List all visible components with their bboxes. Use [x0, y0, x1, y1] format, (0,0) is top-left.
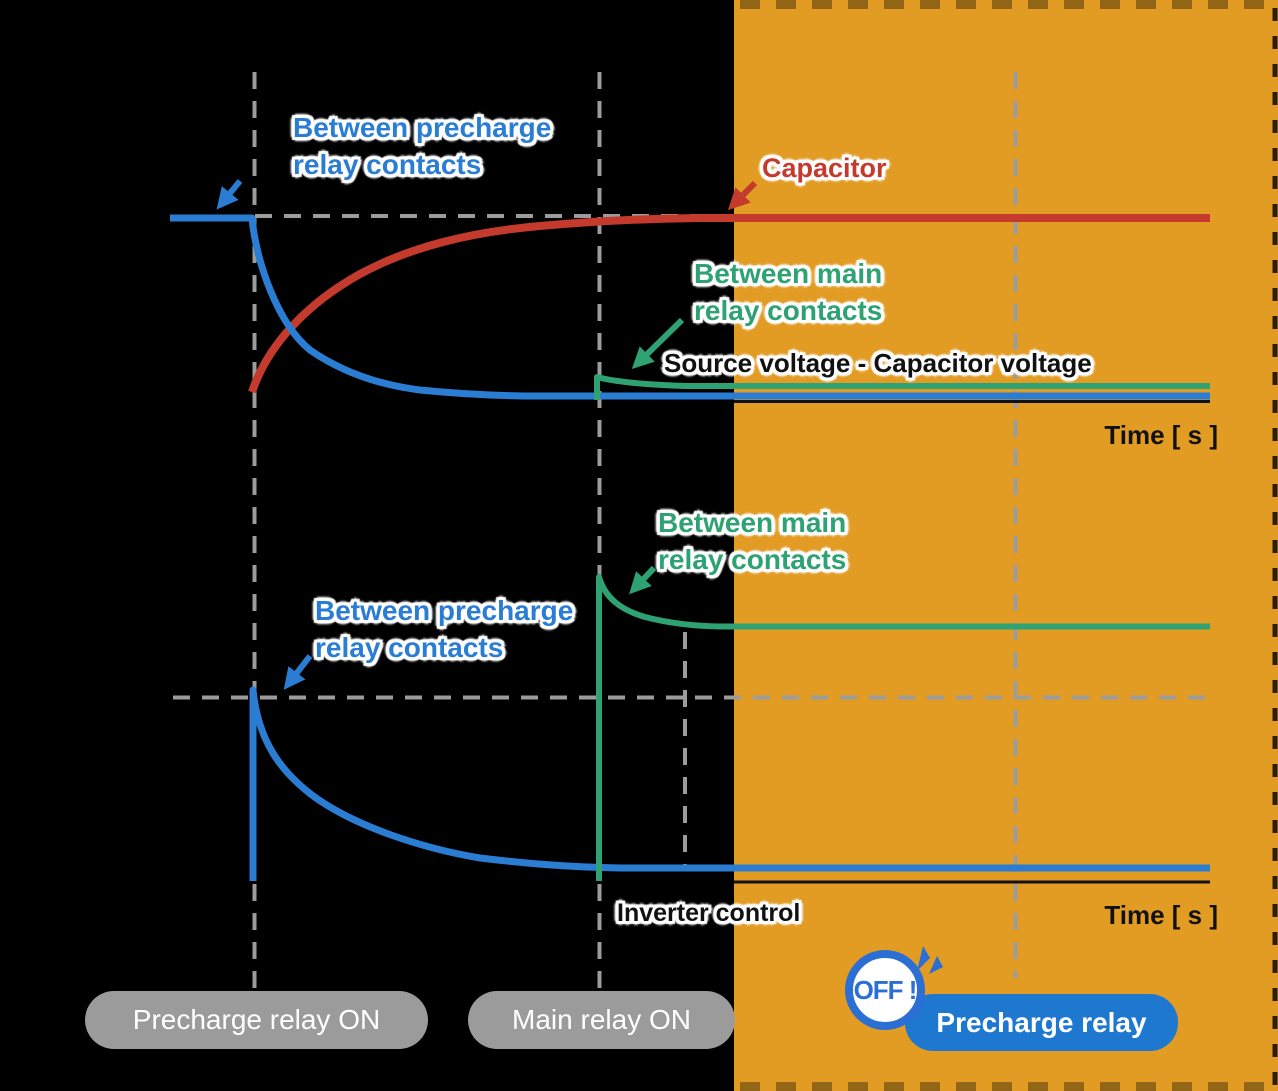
spark-icon	[917, 946, 930, 971]
label-line: relay contacts	[315, 632, 504, 663]
top-main-contacts-label: Between main relay contacts	[694, 255, 882, 329]
main-contacts-current-curve	[596, 574, 1210, 881]
off-badge: OFF !	[845, 950, 925, 1030]
label-line: relay contacts	[658, 544, 847, 575]
bottom-main-contacts-label: Between main relay contacts	[658, 504, 846, 578]
arrow-top-main	[631, 317, 685, 370]
arrow-bottom-precharge	[283, 654, 313, 690]
inverter-control-label: Inverter control	[617, 899, 800, 928]
label-line: Time [ s ]	[1104, 900, 1218, 930]
precharge-contacts-voltage-curve	[170, 214, 1210, 400]
label-line: relay contacts	[293, 149, 482, 180]
label-line: Between precharge	[315, 595, 574, 626]
capacitor-voltage-curve	[248, 214, 1210, 394]
pill-label: Main relay ON	[512, 1004, 691, 1035]
highlight-region-precharge-off	[734, 0, 1278, 1091]
label-line: Source voltage - Capacitor voltage	[664, 348, 1092, 378]
label-line: Time [ s ]	[1104, 420, 1218, 450]
arrow-top-precharge	[216, 179, 243, 210]
bottom-precharge-contacts-label: Between precharge relay contacts	[315, 592, 573, 666]
label-line: Capacitor	[762, 153, 887, 183]
top-time-axis-label: Time [ s ]	[1104, 420, 1218, 451]
main-relay-on-pill: Main relay ON	[468, 991, 735, 1049]
arrow-bottom-main	[629, 565, 657, 595]
main-contacts-voltage-curve	[594, 374, 1210, 400]
pill-label: Precharge relay ON	[132, 1004, 381, 1035]
label-line: Between main	[694, 258, 883, 289]
off-badge-label: OFF !	[853, 974, 918, 1005]
pill-label: Precharge relay	[936, 1006, 1147, 1038]
spark-icon	[929, 956, 943, 974]
source-minus-capacitor-label: Source voltage - Capacitor voltage	[664, 348, 1092, 379]
arrow-capacitor	[727, 180, 758, 211]
bottom-time-axis-label: Time [ s ]	[1104, 900, 1218, 931]
label-line: Between precharge	[293, 112, 552, 143]
label-line: Inverter control	[617, 899, 801, 927]
precharge-relay-on-pill: Precharge relay ON	[85, 991, 428, 1049]
capacitor-label: Capacitor	[762, 153, 887, 184]
top-precharge-contacts-label: Between precharge relay contacts	[293, 109, 551, 183]
precharge-contacts-current-curve	[249, 686, 1210, 881]
precharge-relay-off-pill: Precharge relay	[905, 994, 1178, 1051]
label-line: relay contacts	[694, 295, 883, 326]
label-line: Between main	[658, 507, 847, 538]
